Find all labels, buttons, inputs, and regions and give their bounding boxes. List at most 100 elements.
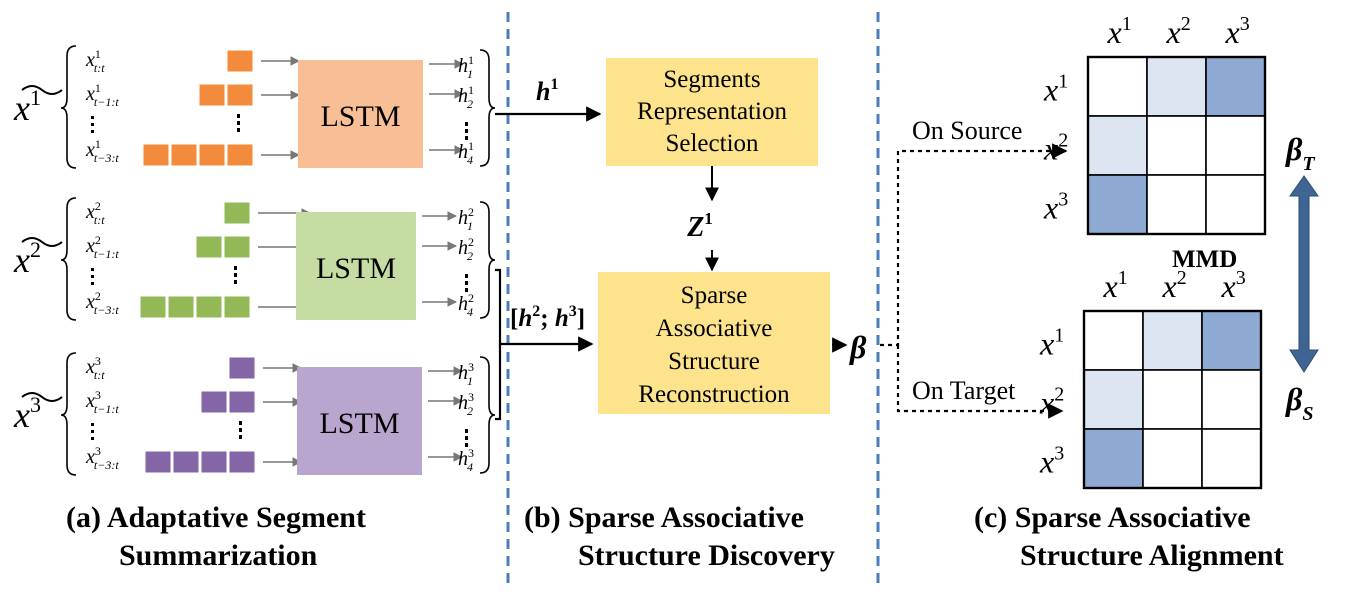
target-cell-1-1 bbox=[1083, 310, 1144, 371]
beta-label: β bbox=[849, 329, 867, 365]
segment-block-2-2 bbox=[195, 235, 223, 259]
segment-block-3-3 bbox=[228, 450, 256, 474]
beta-s-label: βS bbox=[1285, 381, 1314, 425]
segment-block-1-3 bbox=[226, 143, 254, 167]
label-dot bbox=[91, 423, 94, 426]
target-col-label-1: x1 bbox=[1103, 267, 1128, 304]
caption-a-line1: (a) Adaptative Segment bbox=[66, 501, 366, 534]
tilde-mark-2 bbox=[21, 237, 63, 247]
h1-label: h1 bbox=[536, 76, 558, 106]
target-cell-1-2 bbox=[1142, 310, 1203, 371]
target-row-label-1: x1 bbox=[1039, 325, 1064, 362]
source-cell-2-2 bbox=[1146, 115, 1207, 176]
source-row-label-2: x2 bbox=[1043, 130, 1068, 167]
output-dot bbox=[465, 122, 468, 126]
caption-a-line2: Summarization bbox=[119, 539, 318, 572]
block-dot bbox=[237, 114, 240, 118]
lstm-label-2: LSTM bbox=[316, 252, 396, 285]
segment-block-1-3 bbox=[142, 143, 170, 167]
segment-block-3-1 bbox=[228, 356, 256, 380]
beta-t-label: βT bbox=[1285, 131, 1315, 175]
block-dot bbox=[234, 273, 237, 277]
segment-block-2-2 bbox=[223, 235, 251, 259]
reconstruction-box-line-2: Associative bbox=[656, 315, 773, 342]
label-dot bbox=[91, 123, 94, 126]
output-dot bbox=[465, 443, 468, 447]
tilde-mark-3 bbox=[21, 392, 63, 402]
on-source-label: On Source bbox=[912, 116, 1022, 145]
segment-block-3-2 bbox=[228, 390, 256, 414]
output-dot bbox=[465, 436, 468, 440]
caption-c-line2: Structure Alignment bbox=[1020, 539, 1284, 572]
source-cell-3-2 bbox=[1146, 174, 1207, 235]
double-arrow-shape bbox=[1289, 175, 1319, 373]
lstm-box-1 bbox=[298, 60, 423, 168]
alignment-double-arrow bbox=[1289, 175, 1319, 373]
segment-block-1-2 bbox=[198, 83, 226, 107]
caption-b-line2: Structure Discovery bbox=[578, 539, 835, 572]
source-row-label-1: x1 bbox=[1043, 71, 1068, 108]
caption-c-line1: (c) Sparse Associative bbox=[974, 501, 1251, 534]
source-cell-2-1 bbox=[1087, 115, 1148, 176]
segment-block-1-2 bbox=[226, 83, 254, 107]
source-matrix-border bbox=[1086, 55, 1267, 236]
target-col-label-2: x2 bbox=[1162, 267, 1187, 304]
reconstruction-box-line-3: Structure bbox=[668, 348, 760, 375]
source-cell-2-3 bbox=[1205, 115, 1266, 176]
target-cell-3-1 bbox=[1083, 428, 1144, 489]
caption-b-line1: (b) Sparse Associative bbox=[524, 501, 804, 534]
segment-block-3-3 bbox=[200, 450, 228, 474]
segment-block-2-3 bbox=[223, 295, 251, 319]
tilde-mark-1 bbox=[21, 85, 63, 95]
segment-block-3-3 bbox=[144, 450, 172, 474]
target-cell-2-2 bbox=[1142, 369, 1203, 430]
target-cell-1-3 bbox=[1201, 310, 1262, 371]
block-dot bbox=[234, 266, 237, 270]
segment-block-1-3 bbox=[170, 143, 198, 167]
block-dot bbox=[234, 280, 237, 284]
label-dot bbox=[91, 130, 94, 133]
block-dot bbox=[239, 421, 242, 425]
source-cell-1-1 bbox=[1087, 56, 1148, 117]
h23-label: [h2; h3] bbox=[510, 303, 585, 332]
segments-selection-box bbox=[606, 58, 818, 166]
source-row-label-3: x3 bbox=[1043, 189, 1068, 226]
target-route bbox=[896, 345, 1064, 419]
lstm-label-3: LSTM bbox=[319, 407, 399, 440]
segment-block-3-3 bbox=[172, 450, 200, 474]
source-col-label-2: x2 bbox=[1166, 13, 1191, 50]
target-cell-2-3 bbox=[1201, 369, 1262, 430]
segment-bracket-2 bbox=[60, 197, 77, 321]
block-dot bbox=[239, 428, 242, 432]
h3-connector bbox=[495, 344, 502, 421]
reconstruction-box-line-1: Sparse bbox=[681, 282, 748, 309]
block-dot bbox=[237, 128, 240, 132]
mmd-label: MMD bbox=[1172, 246, 1237, 273]
output-bracket-3 bbox=[479, 356, 496, 474]
selection-box-line-3: Selection bbox=[665, 130, 759, 157]
h23-arrow bbox=[495, 268, 594, 352]
panel-b: SegmentsRepresentationSelectionSparseAss… bbox=[495, 58, 867, 421]
target-col-label-3: x3 bbox=[1221, 267, 1246, 304]
